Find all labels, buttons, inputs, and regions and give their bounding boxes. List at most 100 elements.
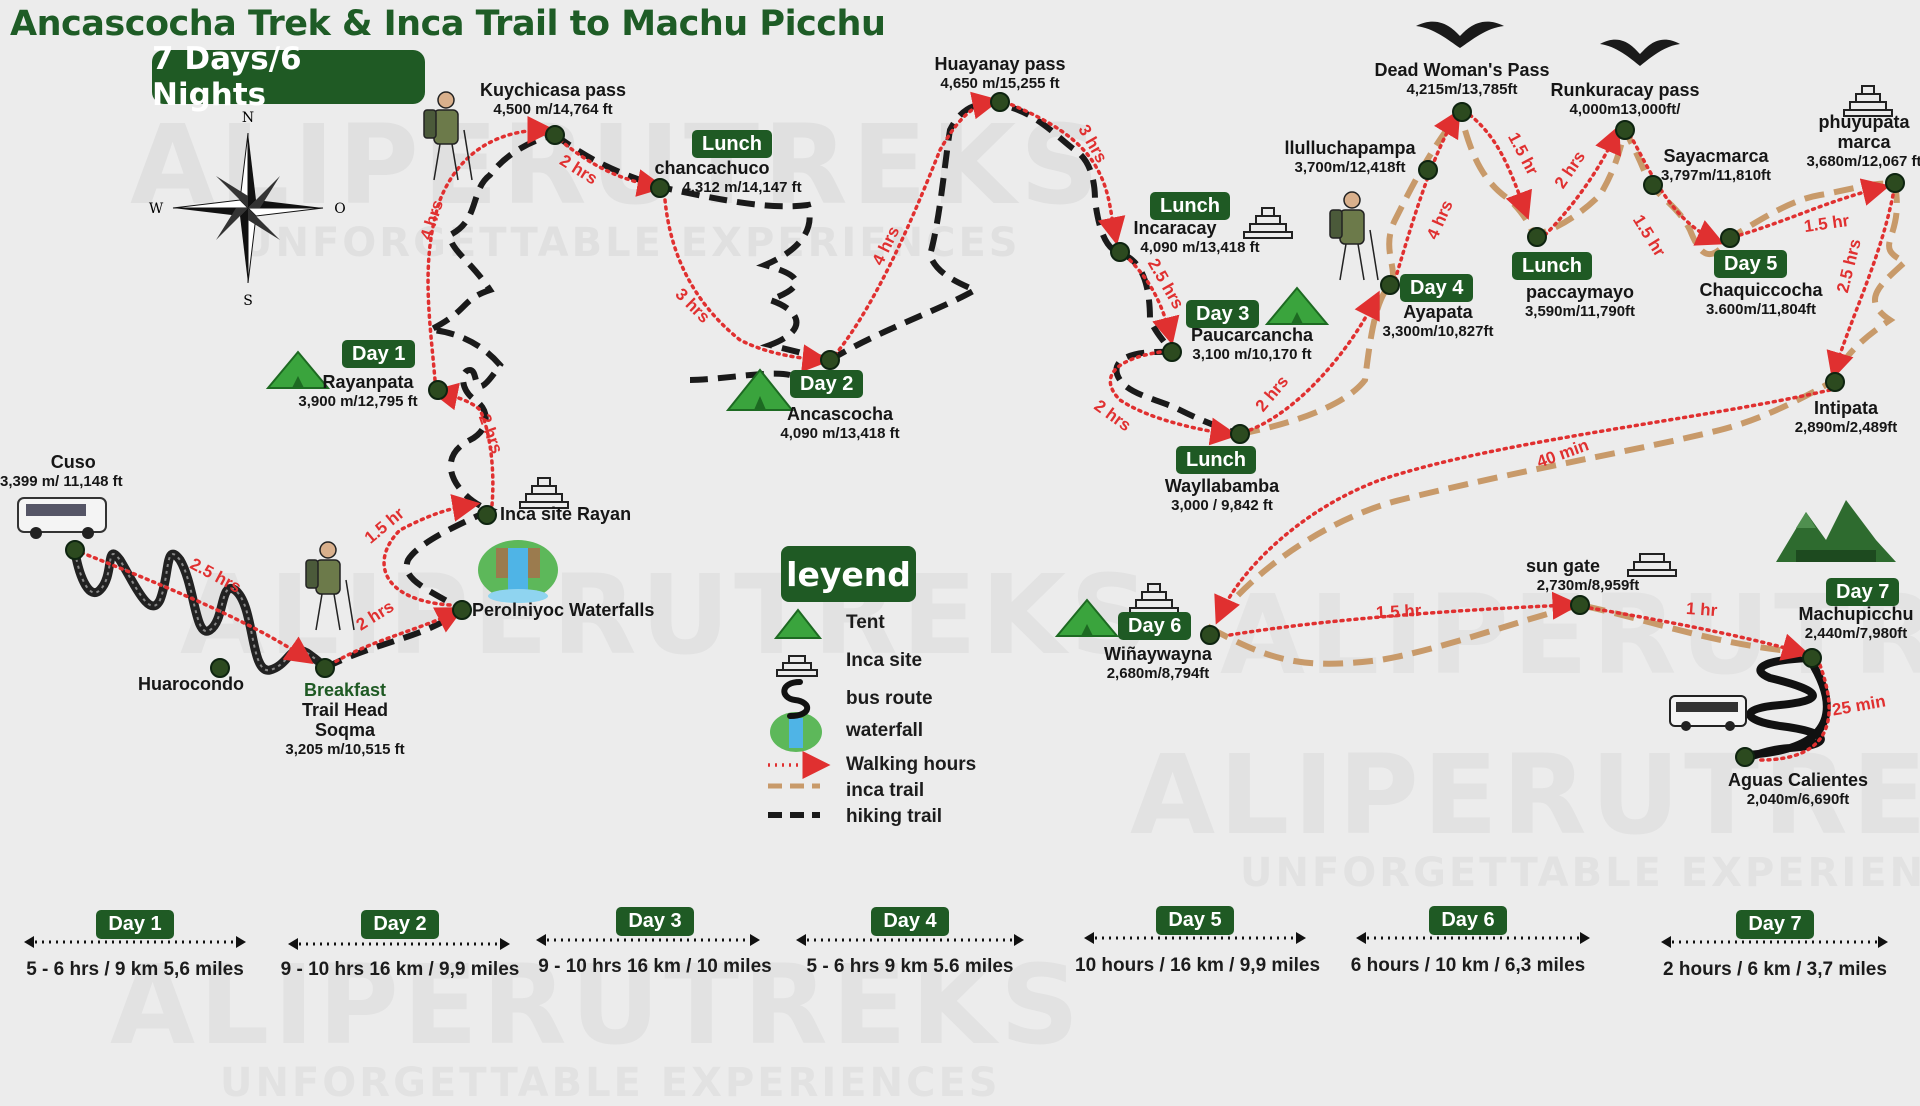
route-map: N S O W	[17, 21, 1911, 950]
bus-icon-cuso	[17, 497, 107, 539]
tent-icon-winaywayna	[1054, 598, 1120, 637]
dur-sun-machu: 1 hr	[1685, 598, 1718, 621]
day-summary-3-badge: Day 3	[616, 907, 694, 936]
hiking-trail-1	[323, 132, 556, 671]
badge-day4: Day 4	[1400, 274, 1474, 302]
pt-chancachuco	[650, 178, 670, 198]
pt-perolniyoc	[452, 600, 472, 620]
walk-kuy-chanc	[558, 138, 666, 197]
pt-soqma	[315, 658, 335, 678]
pt-inca-rayan	[477, 505, 497, 525]
pt-paucarcancha	[1162, 342, 1182, 362]
badge-lunch-paccaymayo: Lunch	[1512, 252, 1592, 280]
label-huayanay: Huayanay pass 4,650 m/15,255 ft	[934, 54, 1066, 92]
bus-route-aguas	[1741, 654, 1831, 761]
label-llulluchapampa: llulluchapampa 3,700m/12,418ft	[1284, 138, 1416, 176]
walk-wina-sun	[1228, 591, 1581, 637]
hiker-icon-ayapata	[1329, 191, 1379, 281]
pt-sayacmarca	[1643, 175, 1663, 195]
inca-site-icon-incaracay	[1243, 207, 1293, 239]
waypoints	[65, 92, 1905, 767]
badge-lunch-chancachuco: Lunch	[692, 130, 772, 158]
day-summary-6-stats: 6 hours / 10 km / 6,3 miles	[1350, 955, 1586, 976]
walk-cuso-soqma	[73, 548, 314, 664]
pt-winaywayna	[1200, 625, 1220, 645]
label-dead-woman: Dead Woman's Pass 4,215m/13,785ft	[1374, 60, 1550, 98]
day-summary-7-stats: 2 hours / 6 km / 3,7 miles	[1663, 959, 1887, 980]
walk-pauc-wayl	[1108, 350, 1239, 446]
compass-w: W	[149, 201, 164, 217]
day-summary-4-stats: 5 - 6 hrs 9 km 5.6 miles	[806, 956, 1014, 977]
label-winaywayna: Wiñaywayna 2,680m/8,794ft	[1104, 644, 1212, 682]
day-summary-7: Day 7 2 hours / 6 km / 3,7 miles	[1655, 910, 1895, 981]
walk-machu-aguas	[1758, 663, 1831, 762]
condor-icon-deadwoman	[1416, 21, 1504, 48]
pt-kuychicasa	[545, 125, 565, 145]
bus-route-icon-legend	[781, 679, 811, 719]
walk-chaq-phuy	[1738, 178, 1891, 237]
pt-huayanay	[990, 92, 1010, 112]
legend-hiking-trail: hiking trail	[846, 806, 943, 827]
badge-day3: Day 3	[1186, 300, 1260, 328]
pt-chaquiccocha	[1720, 228, 1740, 248]
day-summary-7-badge: Day 7	[1736, 910, 1814, 939]
walk-ancas-huay	[833, 91, 1001, 357]
day-summary-5-stats: 10 hours / 16 km / 9,9 miles	[1075, 955, 1321, 976]
pt-ancascocha	[820, 350, 840, 370]
day-summary-4-badge: Day 4	[871, 907, 949, 936]
tent-icon-ancascocha	[725, 368, 795, 411]
badge-day2: Day 2	[790, 370, 864, 398]
pt-runkuracay	[1615, 120, 1635, 140]
walk-incar-pauc	[1123, 253, 1180, 346]
subtitle-badge: 7 Days/6 Nights	[152, 41, 425, 113]
label-runkuracay: Runkuracay pass 4,000m13,000ft/	[1550, 80, 1700, 118]
day-summary-6-badge: Day 6	[1429, 906, 1507, 935]
inca-site-icon-legend	[776, 655, 818, 677]
condor-icon-runkuracay	[1600, 39, 1680, 66]
walk-sun-machu	[1588, 606, 1811, 661]
hiker-icon-soqma	[305, 541, 355, 631]
walk-rayanpata-kuy	[426, 116, 556, 382]
inca-trail-1	[1207, 105, 1911, 630]
compass-e: O	[334, 201, 345, 217]
pt-intipata	[1825, 372, 1845, 392]
day-summary-5: Day 5 10 hours / 16 km / 9,9 miles	[1075, 906, 1321, 977]
day-summary-1-stats: 5 - 6 hrs / 9 km 5,6 miles	[26, 959, 244, 980]
day-summary-3: Day 3 9 - 10 hrs 16 km / 10 miles	[535, 907, 775, 978]
label-rayanpata: Rayanpata 3,900 m/12,795 ft	[298, 372, 418, 410]
timeline-arrows	[28, 936, 1884, 946]
bus-icon-aguas	[1669, 695, 1747, 731]
day-summary-4: Day 4 5 - 6 hrs 9 km 5.6 miles	[790, 907, 1030, 978]
legend-waterfall: waterfall	[846, 720, 924, 741]
pt-paccaymayo	[1527, 227, 1547, 247]
badge-day1: Day 1	[342, 340, 416, 368]
walk-pacc-runk	[1543, 125, 1621, 237]
pt-aguas	[1735, 747, 1755, 767]
legend-inca-site: Inca site	[846, 650, 923, 671]
waterfall-icon-legend	[770, 712, 822, 752]
compass-n: N	[242, 110, 254, 126]
walk-chanc-ancas	[663, 198, 831, 373]
label-phuyupatamarca: phuyupata marca 3,680m/12,067 ft	[1806, 112, 1920, 170]
label-sun-gate: sun gate 2,730m/8,959ft	[1525, 556, 1640, 594]
legend-bus-route: bus route	[846, 688, 933, 709]
pt-huarocondo	[210, 658, 230, 678]
badge-lunch-wayllabamba: Lunch	[1176, 446, 1256, 474]
badge-day5: Day 5	[1714, 250, 1788, 278]
label-chancachuco: chancachuco 4,312 m/14,147 ft	[654, 158, 802, 196]
walk-dead-pacc	[1468, 113, 1532, 220]
label-paucarcancha: Paucarcancha 3,100 m/10,170 ft	[1190, 325, 1314, 363]
badge-day6: Day 6	[1118, 612, 1192, 640]
walk-ayap-dead	[1393, 108, 1461, 282]
walk-soqma-perol	[328, 607, 465, 667]
label-perolniyoc: Perolniyoc Waterfalls	[472, 600, 655, 620]
label-kuychicasa: Kuychicasa pass 4,500 m/14,764 ft	[479, 80, 627, 118]
label-ancascocha: Ancascocha 4,090 m/13,418 ft	[780, 404, 900, 442]
pt-llulluchapampa	[1418, 160, 1438, 180]
day-summary-2-stats: 9 - 10 hrs 16 km / 9,9 miles	[280, 959, 520, 980]
walk-runk-chaq	[1628, 133, 1725, 246]
badge-day7: Day 7	[1826, 578, 1900, 606]
waterfall-icon-perolniyoc	[478, 540, 558, 603]
label-incaracay: Incaracay 4,090 m/13,418 ft	[1133, 218, 1260, 256]
walk-rayan-rayanpata	[429, 382, 495, 507]
